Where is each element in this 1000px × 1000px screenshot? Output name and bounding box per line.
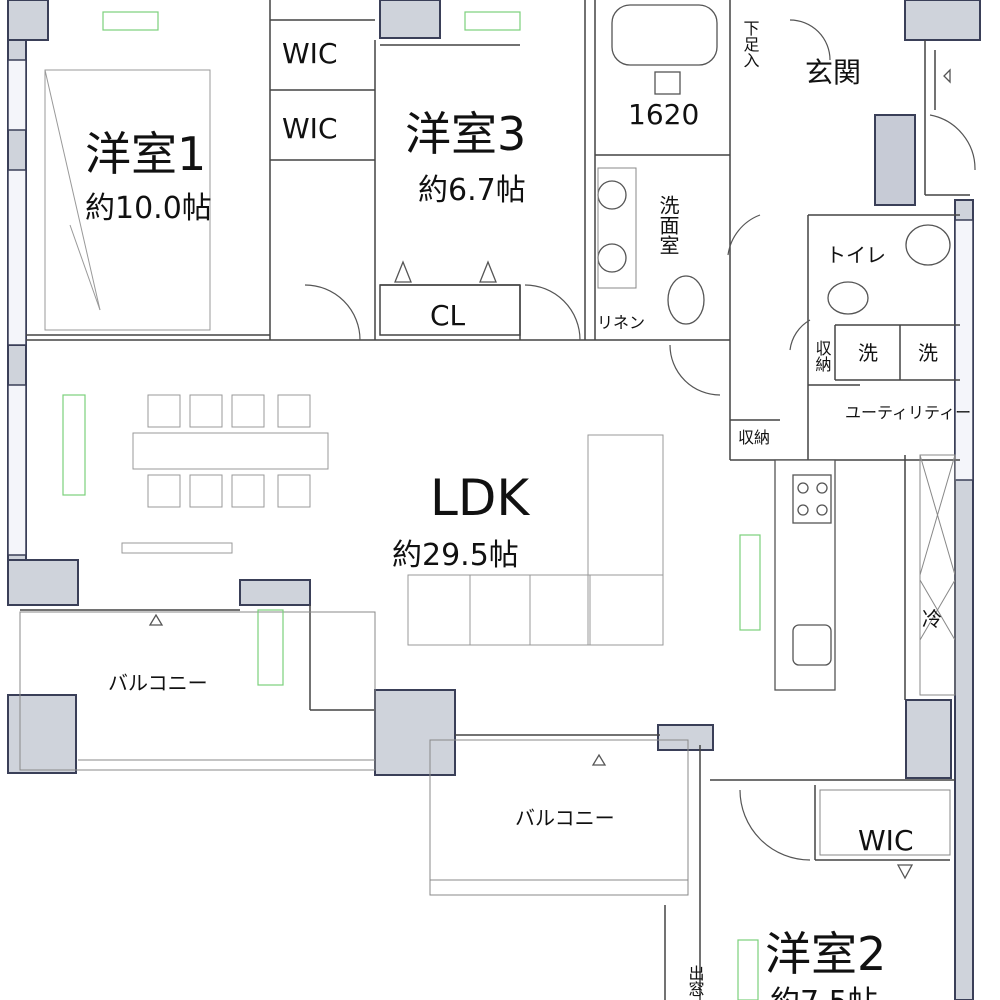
wic-label-bottom: WIC <box>858 824 914 857</box>
wic-label-top-1: WIC <box>282 37 338 70</box>
balcony-center-label: バルコニー <box>515 806 615 830</box>
closet-label: CL <box>430 299 466 332</box>
laundry-label-2: 洗 <box>918 341 938 365</box>
room-area-western1: 約10.0帖 <box>85 191 212 226</box>
room-name-western3: 洋室3 <box>405 107 526 161</box>
washroom-label: 洗面室 <box>656 195 680 255</box>
small-labels: WIC WIC CL 1620 洗面室 リネン トイレ 玄関 下足入 収納 収納… <box>108 20 971 997</box>
structural-walls <box>7 0 981 1000</box>
utility-label: ユーティリティー <box>845 403 971 422</box>
bath-size-label: 1620 <box>628 98 699 131</box>
wic-label-top-2: WIC <box>282 112 338 145</box>
shoe-storage-label: 下足入 <box>741 20 760 68</box>
dining-chairs <box>132 394 329 508</box>
room-area-ldk: 約29.5帖 <box>392 538 519 573</box>
storage-small-label: 収納 <box>813 340 832 373</box>
fridge-label: 冷 <box>922 607 942 631</box>
room-area-western2: 約7.5帖 <box>770 985 878 1000</box>
room-name-western2: 洋室2 <box>765 927 886 981</box>
storage-hall-label: 収納 <box>738 428 770 447</box>
entrance-label: 玄関 <box>805 56 861 89</box>
fixtures <box>44 4 956 880</box>
toilet-label: トイレ <box>826 243 886 267</box>
partitions <box>20 0 970 1000</box>
ac-marks <box>62 11 761 1000</box>
linen-label: リネン <box>597 313 645 332</box>
doors <box>304 19 976 861</box>
sofa <box>407 434 664 646</box>
room-labels: 洋室1 約10.0帖 洋室3 約6.7帖 LDK 約29.5帖 洋室2 約7.5… <box>85 107 886 1000</box>
room-name-western1: 洋室1 <box>85 127 206 181</box>
balconies <box>19 611 689 896</box>
room-name-ldk: LDK <box>430 469 530 527</box>
laundry-label-1: 洗 <box>858 341 878 365</box>
room-area-western3: 約6.7帖 <box>418 173 526 208</box>
balcony-left-label: バルコニー <box>108 671 208 695</box>
bay-window-label: 出窓 <box>686 965 705 997</box>
